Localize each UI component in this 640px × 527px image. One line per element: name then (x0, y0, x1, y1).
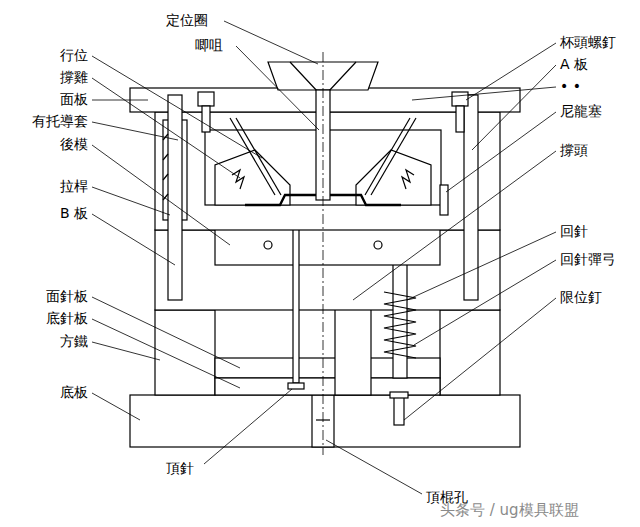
slider (215, 150, 290, 205)
guide-pin (464, 95, 478, 300)
leader-line (92, 297, 240, 368)
center-line (322, 52, 323, 455)
cap-screw (456, 106, 464, 132)
leader-line (92, 100, 148, 101)
nylon-plug (440, 185, 448, 215)
bottom-plate (130, 395, 520, 447)
part-label: 拉桿 (60, 178, 88, 194)
leader-line (326, 440, 422, 494)
leader-line (412, 87, 556, 100)
stop-pin (390, 392, 408, 398)
part-label: 定位圈 (166, 12, 208, 28)
leader-line (224, 21, 318, 64)
part-label: 尼龍塞 (560, 103, 602, 119)
part-label: 限位釘 (560, 289, 602, 305)
part-label: 回針彈弓 (560, 251, 616, 267)
watermark: 头条号 / ug模具联盟 (440, 502, 579, 518)
stop-pin (390, 392, 408, 425)
leader-line (92, 78, 240, 178)
ejector-pin (288, 383, 304, 389)
part-label: 面針板 (46, 288, 88, 304)
leader-line (353, 151, 556, 300)
part-label: 唧咀 (195, 37, 223, 53)
leader-line (92, 342, 160, 360)
leader-line (236, 46, 319, 130)
core-insert (374, 241, 382, 249)
part-label: 回針 (560, 223, 588, 239)
spacer-block (155, 310, 500, 395)
cap-screw (202, 106, 210, 132)
slider (371, 118, 416, 195)
leader-line (472, 65, 556, 150)
guide-pin (168, 95, 182, 300)
slider (232, 170, 244, 189)
leader-line (446, 112, 556, 192)
cap-screw (452, 92, 468, 106)
leader-line (92, 214, 175, 265)
part-label: 杯頭螺釘 (560, 34, 616, 50)
leader-line (414, 260, 556, 345)
guide-pin (163, 174, 168, 180)
slider (365, 118, 410, 195)
leader-line (92, 56, 262, 158)
leader-line (92, 122, 178, 140)
slider (402, 170, 414, 189)
part-label: 底板 (60, 384, 88, 400)
part-label: 撐頭 (560, 142, 588, 158)
part-label: 頂針 (166, 460, 194, 476)
stop-pin (394, 395, 404, 425)
center-line (323, 52, 324, 455)
part-label: • • (560, 78, 581, 94)
core-insert (264, 241, 272, 249)
part-label: 底針板 (46, 310, 88, 326)
bottom-plate (130, 395, 520, 447)
slider (230, 118, 275, 195)
cap-screw (198, 92, 468, 132)
guide-pin (163, 154, 168, 160)
part-label: 方鐵 (60, 333, 88, 349)
part-label: 有托導套 (32, 113, 88, 129)
leader-line (92, 319, 240, 388)
part-label: 撐雞 (60, 69, 88, 85)
leader-line (92, 187, 170, 215)
part-label: B 板 (60, 205, 88, 221)
leader-line (92, 393, 140, 420)
spacer-block (440, 310, 500, 395)
leader-line (407, 232, 556, 300)
leader-line (204, 389, 292, 464)
cap-screw (198, 92, 214, 106)
slider (236, 118, 281, 195)
part-label: 面板 (60, 91, 88, 107)
slider (356, 150, 431, 205)
return-pin (384, 292, 416, 358)
part-label: 後模 (60, 136, 88, 152)
part-label: A 板 (560, 56, 588, 72)
leader-line (92, 145, 230, 245)
leader-line (404, 298, 556, 420)
nylon-plug (440, 185, 448, 215)
leader-line (92, 21, 556, 494)
part-label: 行位 (60, 47, 88, 63)
